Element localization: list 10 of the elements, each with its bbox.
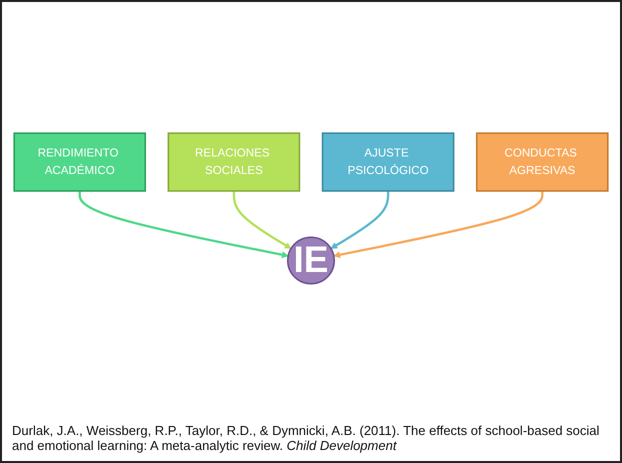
node-box: RENDIMIENTO ACADÉMICO — [13, 132, 146, 192]
node-box: RELACIONES SOCIALES — [168, 132, 300, 192]
arrow — [232, 190, 292, 249]
node-circle: IE — [286, 236, 336, 284]
arrow — [78, 190, 288, 258]
citation-caption: Durlak, J.A., Weissberg, R.P., Taylor, R.D., & Dymnicki, A.B. (2011). The effects of school-based social and emotional learning: A meta-analytic review. Child Development — [11, 422, 600, 455]
node-box: AJUSTE PSICOLÓGICO — [322, 132, 454, 192]
node-box: CONDUCTAS AGRESIVAS — [476, 132, 609, 192]
arrow — [330, 190, 390, 249]
arrow — [334, 190, 544, 258]
